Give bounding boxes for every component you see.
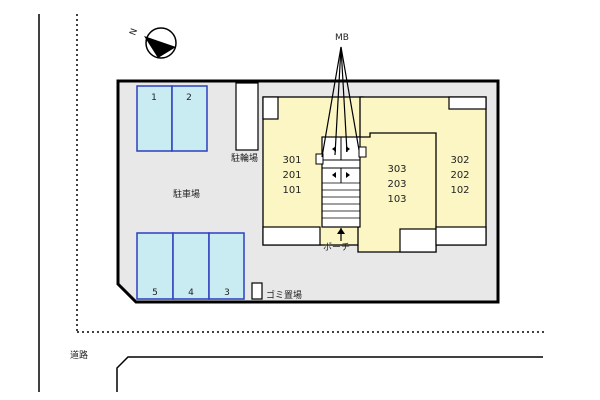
parking-space-5-label: 5 <box>152 288 158 298</box>
road-edge <box>116 356 543 392</box>
parking-spaces-bottom: 5 4 3 <box>136 232 245 300</box>
porch-arrow-head <box>337 228 345 234</box>
compass-north-label: N <box>128 27 140 37</box>
mailbox-pointer-lines-inner <box>334 46 348 156</box>
bicycle-parking-label: 駐輪場 <box>231 152 258 164</box>
unit-202: 202 <box>450 170 469 181</box>
mailbox-label: MB <box>335 33 349 43</box>
unit-101: 101 <box>282 185 301 196</box>
unit-203: 203 <box>387 179 406 190</box>
balcony-box-right-top <box>448 96 487 110</box>
parking-space-2 <box>171 85 208 152</box>
unit-102: 102 <box>450 185 469 196</box>
unit-103: 103 <box>387 194 406 205</box>
porch-label: ポーチ <box>323 242 350 253</box>
building-center-block <box>357 132 437 253</box>
road-label: 道路 <box>70 349 88 361</box>
parking-space-1 <box>136 85 173 152</box>
parking-space-3 <box>208 232 245 300</box>
garbage-area <box>251 282 263 300</box>
balcony-box-center-bottom <box>399 228 437 253</box>
garbage-area-label: ゴミ置場 <box>266 289 302 301</box>
balcony-box-left-top <box>262 96 279 120</box>
unit-301: 301 <box>282 155 301 166</box>
unit-302: 302 <box>450 155 469 166</box>
balcony-box-right-bottom <box>435 226 487 246</box>
parking-spaces-top: 1 2 <box>136 85 208 152</box>
unit-303: 303 <box>387 164 406 175</box>
parking-space-4-label: 4 <box>188 288 194 298</box>
parking-space-2-label: 2 <box>186 93 192 103</box>
balcony-box-left-bottom <box>262 226 321 246</box>
parking-space-4 <box>172 232 210 300</box>
door-marks <box>332 146 350 178</box>
unit-201: 201 <box>282 170 301 181</box>
parking-space-3-label: 3 <box>224 288 230 298</box>
stair-core <box>315 136 367 228</box>
bicycle-parking <box>235 82 259 151</box>
parking-lot-label: 駐車場 <box>173 188 200 200</box>
parking-space-1-label: 1 <box>151 93 157 103</box>
compass-icon: N <box>128 27 177 59</box>
